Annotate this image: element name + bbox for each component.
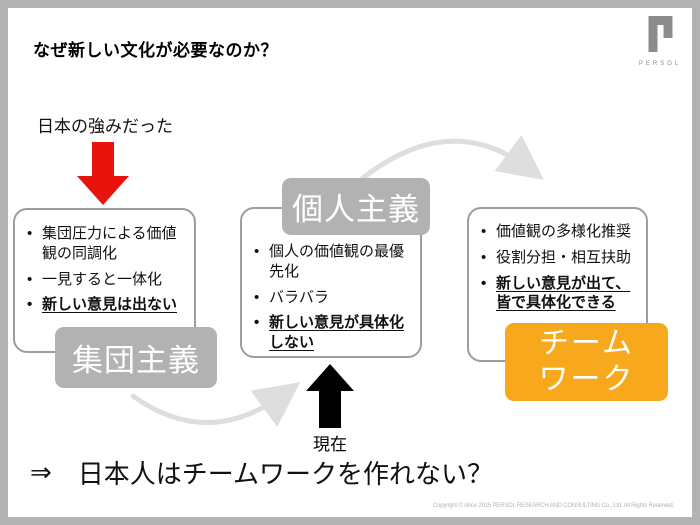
bullet-item: 役割分担・相互扶助 [479, 248, 639, 268]
present-note: 現在 [313, 435, 347, 454]
bullet-item: 個人の価値観の最優先化 [252, 242, 412, 282]
stage-label-teamwork-text: チームワーク [538, 327, 635, 396]
conclusion-line: ⇒ 日本人はチームワークを作れない？ [30, 454, 493, 491]
stage-label-teamwork: チームワーク [505, 323, 668, 401]
brand-logo: PERSOL [638, 16, 682, 67]
bullet-item-emphasis: 新しい意見は出ない [25, 295, 185, 315]
bullet-item: 集団圧力による価値観の同調化 [25, 224, 185, 264]
brand-name: PERSOL [638, 61, 682, 67]
bullet-list: 個人の価値観の最優先化 バラバラ 新しい意見が具体化しない [252, 242, 414, 353]
stage-box-collectivism: 集団圧力による価値観の同調化 一見すると一体化 新しい意見は出ない [13, 208, 196, 353]
bullet-list: 価値観の多様化推奨 役割分担・相互扶助 新しい意見が出て、皆で具体化できる [479, 222, 642, 313]
black-up-arrow-icon [306, 364, 354, 428]
copyright-footer: Copyright © since 2015 PERSOL RESEARCH A… [432, 503, 674, 509]
persol-logo-icon [648, 16, 672, 52]
stage-label-collectivism: 集団主義 [55, 327, 217, 388]
red-down-arrow-icon [77, 142, 129, 205]
slide-title: なぜ新しい文化が必要なのか？ [33, 41, 278, 60]
bullet-item-emphasis: 新しい意見が具体化しない [252, 313, 412, 353]
bullet-item: 一見すると一体化 [25, 270, 185, 290]
implies-arrow: ⇒ [30, 457, 52, 487]
stage-label-individualism: 個人主義 [282, 178, 430, 235]
conclusion-text: 日本人はチームワークを作れない？ [77, 459, 494, 489]
past-strength-note: 日本の強みだった [37, 117, 173, 136]
bullet-item: バラバラ [252, 288, 412, 308]
bullet-list: 集団圧力による価値観の同調化 一見すると一体化 新しい意見は出ない [25, 224, 188, 315]
bullet-item: 価値観の多様化推奨 [479, 222, 639, 242]
bullet-item-emphasis: 新しい意見が出て、皆で具体化できる [479, 274, 639, 314]
